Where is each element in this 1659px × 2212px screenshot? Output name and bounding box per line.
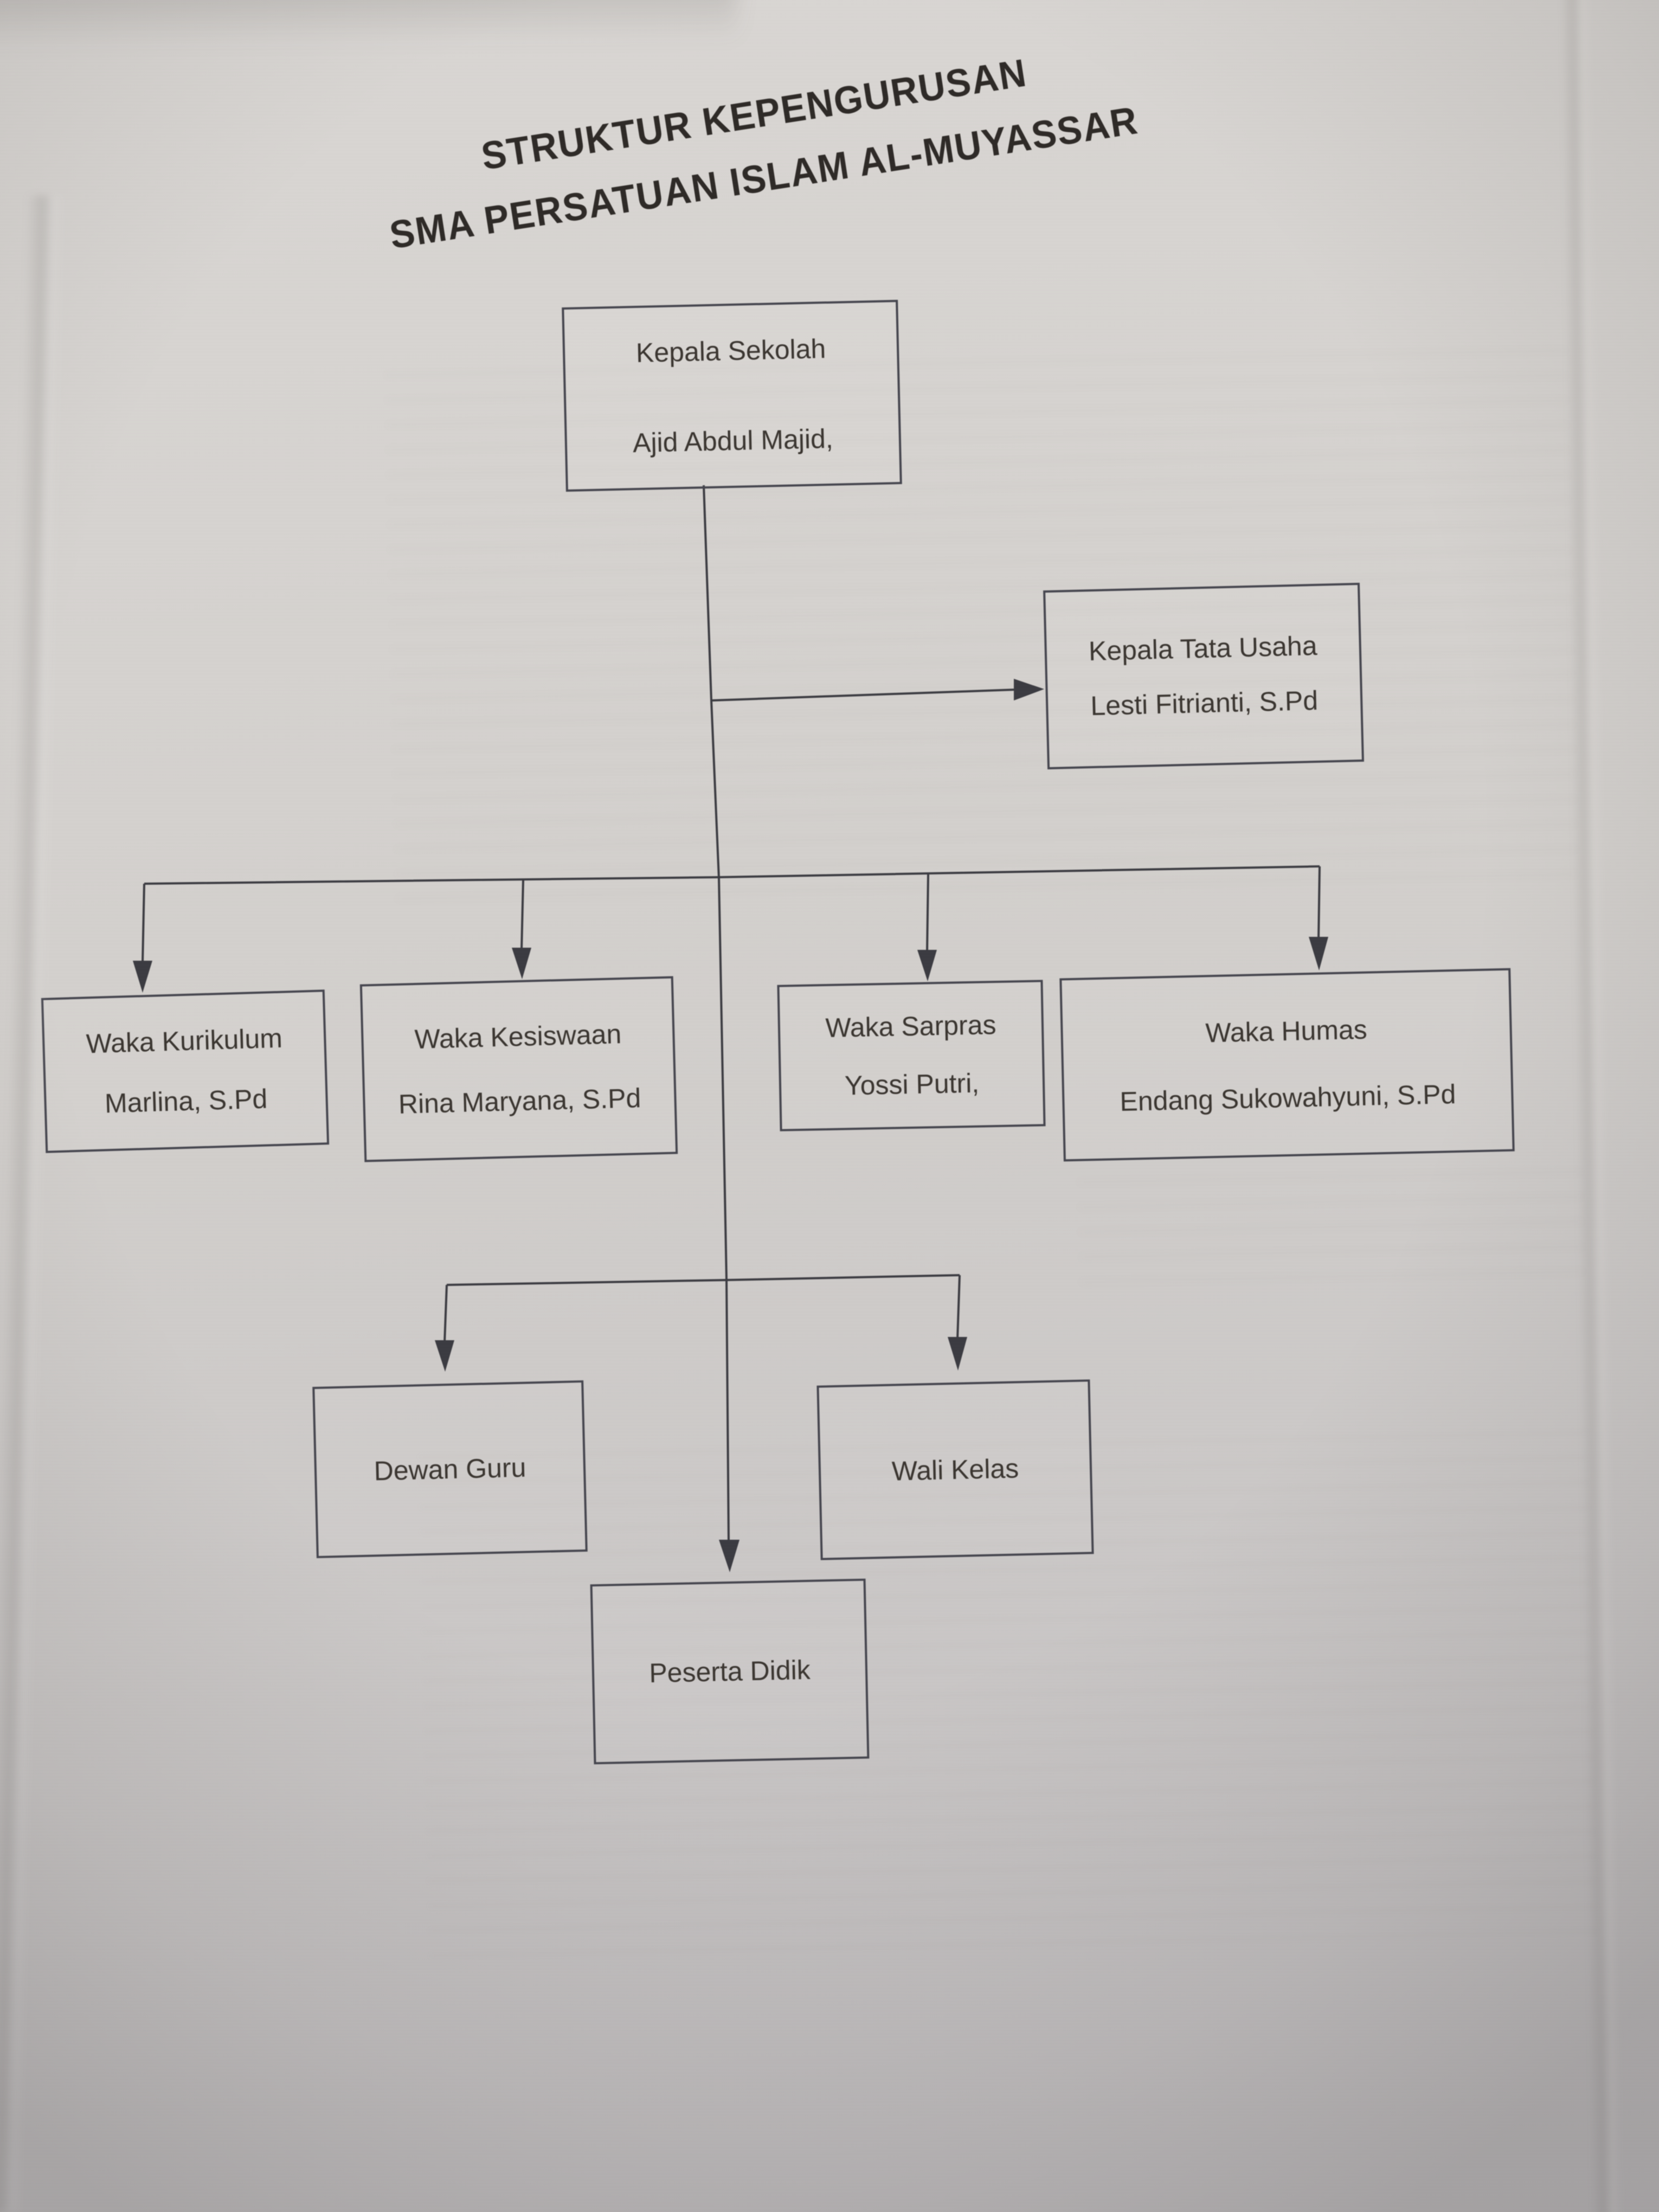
node-role: Wali Kelas xyxy=(891,1452,1019,1487)
arrowhead-tata-usaha xyxy=(1014,679,1044,700)
connector-drop-humas xyxy=(1317,866,1321,940)
node-role: Waka Sarpras xyxy=(825,1009,996,1044)
arrowhead-kurikulum xyxy=(133,961,152,993)
node-role: Kepala Sekolah xyxy=(635,333,826,368)
arrowhead-humas xyxy=(1309,937,1328,970)
node-role: Peserta Didik xyxy=(648,1654,811,1688)
node-kepala-sekolah: Kepala Sekolah Ajid Abdul Majid, xyxy=(562,300,902,492)
arrowhead-sarpras xyxy=(917,950,937,981)
connector-drop-dewan-guru xyxy=(443,1284,448,1343)
node-role: Kepala Tata Usaha xyxy=(1088,630,1318,667)
node-person: Lesti Fitrianti, S.Pd xyxy=(1090,685,1319,722)
node-wali-kelas: Wali Kelas xyxy=(816,1379,1094,1560)
node-role: Waka Kurikulum xyxy=(86,1023,283,1059)
connector-drop-sarpras xyxy=(926,874,929,953)
node-dewan-guru: Dewan Guru xyxy=(312,1380,588,1559)
node-role: Waka Kesiswaan xyxy=(414,1019,622,1055)
connector-guru-rail xyxy=(446,1274,960,1286)
connector-drop-kurikulum xyxy=(142,883,145,963)
node-person: Yossi Putri, xyxy=(844,1068,980,1101)
arrowhead-dewan-guru xyxy=(435,1340,454,1372)
node-role: Waka Humas xyxy=(1205,1014,1368,1049)
arrowhead-kesiswaan xyxy=(512,948,531,979)
arrowhead-wali-kelas xyxy=(948,1337,967,1371)
node-waka-humas: Waka Humas Endang Sukowahyuni, S.Pd xyxy=(1059,968,1515,1162)
node-person: Endang Sukowahyuni, S.Pd xyxy=(1119,1078,1456,1117)
node-waka-kurikulum: Waka Kurikulum Marlina, S.Pd xyxy=(41,989,330,1153)
connector-waka-rail xyxy=(144,865,1320,885)
node-role: Dewan Guru xyxy=(373,1452,526,1486)
node-waka-kesiswaan: Waka Kesiswaan Rina Maryana, S.Pd xyxy=(359,976,678,1162)
connector-drop-wali-kelas xyxy=(956,1275,961,1340)
node-peserta-didik: Peserta Didik xyxy=(590,1578,870,1765)
connector-tata-usaha xyxy=(711,689,1015,702)
node-kepala-tata-usaha: Kepala Tata Usaha Lesti Fitrianti, S.Pd xyxy=(1043,582,1364,770)
node-waka-sarpras: Waka Sarpras Yossi Putri, xyxy=(777,980,1046,1131)
arrowhead-peserta-didik xyxy=(719,1540,740,1572)
connector-main-stem xyxy=(703,485,730,1544)
connector-drop-kesiswaan xyxy=(520,879,524,950)
node-person: Ajid Abdul Majid, xyxy=(632,423,834,458)
node-person: Marlina, S.Pd xyxy=(104,1083,268,1119)
node-person: Rina Maryana, S.Pd xyxy=(398,1083,641,1120)
paper-shadow-top xyxy=(0,0,738,50)
